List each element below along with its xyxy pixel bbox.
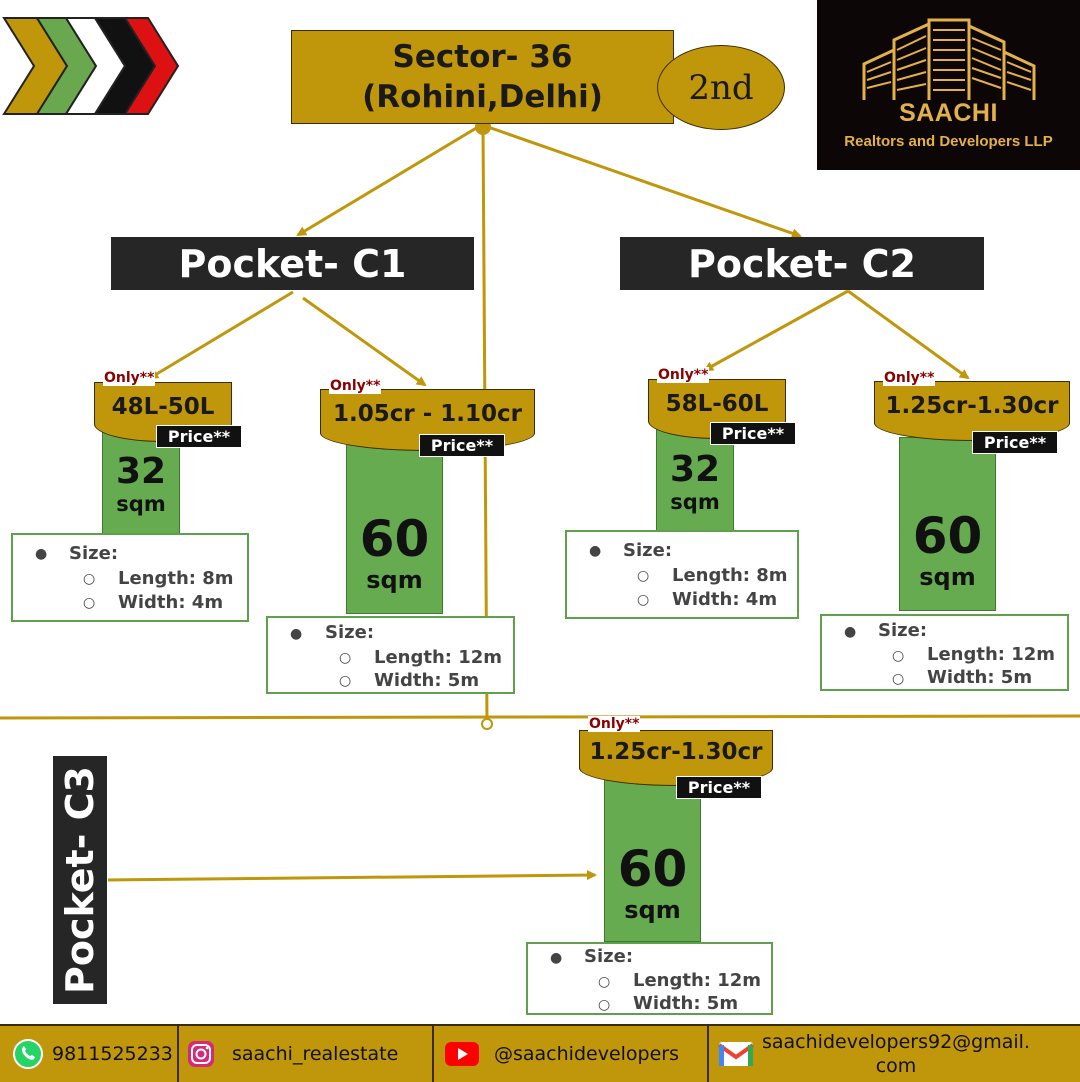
plot-price: 1.25cr-1.30cr: [589, 739, 763, 765]
plot-size-box: ● Size: ○ Length: 12m ○ Width: 5m: [266, 616, 515, 694]
building-skyline-icon: [862, 18, 1036, 100]
plot-area-unit: sqm: [624, 896, 681, 924]
circle-bullet-icon: ○: [339, 673, 352, 689]
sector-title: Sector- 36: [392, 39, 573, 75]
footer-divider: [707, 1026, 709, 1082]
footer-divider: [432, 1026, 434, 1082]
bullet-icon: ●: [589, 543, 602, 559]
circle-bullet-icon: ○: [598, 974, 611, 990]
phase-badge: 2nd: [657, 45, 785, 130]
logo-subtitle: Realtors and Developers LLP: [844, 133, 1053, 150]
plot-area-value: 60: [359, 510, 430, 568]
plot-size-box: ● Size: ○ Length: 12m ○ Width: 5m: [820, 614, 1069, 691]
price-tag: Price**: [676, 776, 762, 799]
plot-area-unit: sqm: [670, 490, 720, 514]
size-width: Width: 5m: [633, 993, 739, 1014]
plot-area-unit: sqm: [366, 566, 423, 594]
plot-area-unit: sqm: [919, 563, 976, 591]
sector-title-box: Sector- 36 (Rohini,Delhi): [291, 30, 674, 124]
chevron-arrows-decoration: [2, 17, 180, 115]
price-tag: Price**: [710, 422, 796, 445]
circle-bullet-icon: ○: [637, 568, 650, 584]
pocket-c1-title: Pocket- C1: [178, 241, 407, 286]
footer-divider: [177, 1026, 179, 1082]
bullet-icon: ●: [290, 626, 303, 642]
phone-number: 9811525233: [52, 1043, 173, 1065]
size-width: Width: 5m: [927, 667, 1033, 688]
only-label: Only**: [657, 367, 710, 383]
plot-size-box: ● Size: ○ Length: 8m ○ Width: 4m: [565, 530, 799, 619]
price-tag: Price**: [972, 431, 1058, 454]
plot-area-value: 32: [669, 449, 721, 490]
plot-area-value: 60: [617, 840, 688, 898]
email-contact[interactable]: saachidevelopers92@gmail. com: [718, 1026, 1078, 1082]
plot-area-block: 32 sqm: [102, 430, 180, 536]
gmail-icon: [718, 1042, 754, 1066]
email-line-1: saachidevelopers92@gmail.: [762, 1031, 1030, 1053]
instagram-icon: [188, 1041, 214, 1067]
instagram-contact[interactable]: saachi_realestate: [186, 1026, 431, 1082]
plot-area-block: 32 sqm: [656, 428, 734, 534]
email-line-2: com: [875, 1055, 917, 1077]
pocket-c1-header: Pocket- C1: [111, 237, 474, 290]
circle-bullet-icon: ○: [637, 592, 650, 608]
pocket-c2-header: Pocket- C2: [620, 237, 984, 290]
pocket-c3-title: Pocket- C3: [58, 766, 102, 994]
plot-price: 1.25cr-1.30cr: [885, 393, 1059, 419]
plot-price: 48L-50L: [111, 394, 215, 420]
pocket-c3-header: Pocket- C3: [53, 756, 107, 1004]
circle-bullet-icon: ○: [598, 997, 611, 1013]
logo-name: SAACHI: [899, 99, 998, 127]
circle-bullet-icon: ○: [83, 571, 96, 587]
circle-bullet-icon: ○: [339, 650, 352, 666]
price-tag: Price**: [156, 425, 242, 448]
instagram-handle: saachi_realestate: [232, 1043, 399, 1065]
phase-badge-text: 2nd: [688, 67, 754, 108]
size-length: Length: 8m: [118, 568, 234, 589]
size-length: Length: 12m: [374, 647, 503, 668]
sector-location: (Rohini,Delhi): [362, 79, 603, 115]
size-width: Width: 5m: [374, 670, 480, 691]
plot-area-block: 60 sqm: [604, 776, 701, 942]
contact-footer: 9811525233 saachi_realestate @saachideve…: [0, 1024, 1080, 1082]
size-width: Width: 4m: [118, 592, 224, 613]
youtube-contact[interactable]: @saachidevelopers: [444, 1026, 706, 1082]
only-label: Only**: [103, 370, 156, 386]
size-width: Width: 4m: [672, 589, 778, 610]
circle-bullet-icon: ○: [83, 595, 96, 611]
bullet-icon: ●: [35, 546, 48, 562]
size-label: Size:: [325, 622, 375, 643]
only-label: Only**: [588, 716, 641, 732]
email-address: saachidevelopers92@gmail. com: [762, 1030, 1030, 1078]
size-label: Size:: [584, 946, 634, 967]
size-label: Size:: [69, 543, 119, 564]
price-tag: Price**: [419, 434, 505, 457]
circle-bullet-icon: ○: [892, 648, 905, 664]
youtube-icon: [445, 1042, 479, 1066]
only-label: Only**: [329, 378, 382, 394]
pocket-c2-title: Pocket- C2: [688, 241, 916, 286]
size-length: Length: 12m: [633, 970, 762, 991]
circle-bullet-icon: ○: [892, 671, 905, 687]
size-label: Size:: [623, 540, 673, 561]
bullet-icon: ●: [550, 950, 563, 966]
plot-size-box: ● Size: ○ Length: 8m ○ Width: 4m: [11, 533, 249, 622]
bullet-icon: ●: [844, 624, 857, 640]
plot-area-block: 60 sqm: [899, 437, 996, 611]
phone-contact[interactable]: 9811525233: [12, 1026, 176, 1082]
plot-area-block: 60 sqm: [346, 440, 443, 614]
plot-area-value: 32: [115, 451, 167, 492]
size-length: Length: 8m: [672, 565, 788, 586]
company-logo: SAACHI Realtors and Developers LLP: [817, 0, 1080, 170]
size-label: Size:: [878, 620, 928, 641]
whatsapp-icon: [13, 1039, 43, 1069]
plot-size-box: ● Size: ○ Length: 12m ○ Width: 5m: [526, 942, 773, 1015]
plot-area-value: 60: [912, 507, 983, 565]
youtube-handle: @saachidevelopers: [494, 1043, 679, 1065]
only-label: Only**: [883, 370, 936, 386]
plot-area-unit: sqm: [116, 492, 166, 516]
plot-price: 1.05cr - 1.10cr: [332, 401, 522, 427]
plot-price: 58L-60L: [665, 391, 769, 417]
size-length: Length: 12m: [927, 644, 1056, 665]
